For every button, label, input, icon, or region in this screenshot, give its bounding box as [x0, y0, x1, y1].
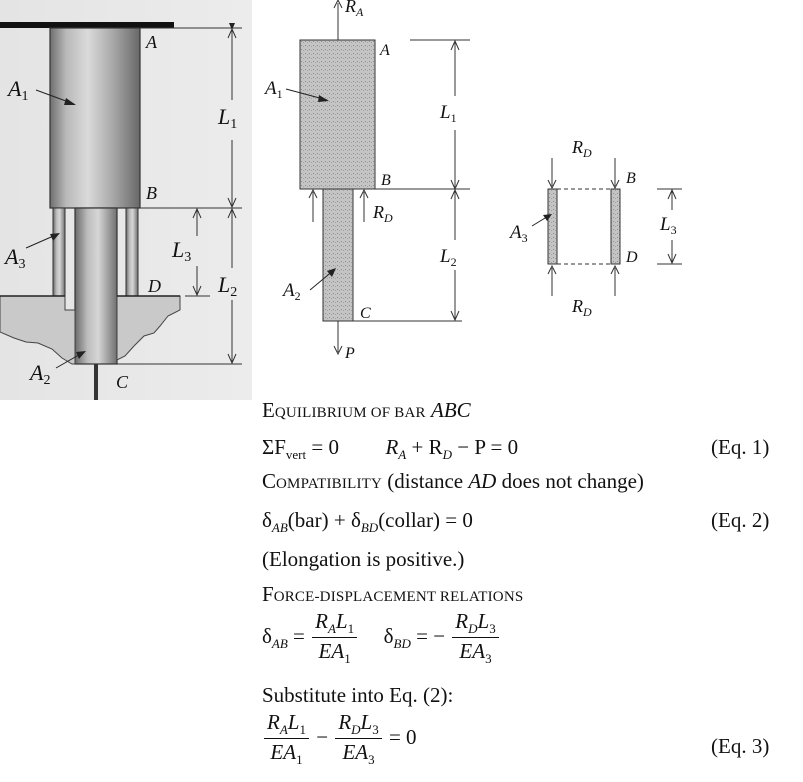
fraction-eq3-b: RDL3 EA3	[335, 712, 382, 766]
label-mid-p: P	[344, 345, 355, 362]
free-body-bar-ab	[299, 39, 376, 190]
fraction-dab: RAL1 EA1	[312, 611, 358, 665]
label-right-rd-bottom: RD	[571, 296, 592, 319]
collar-free-body-right	[610, 188, 621, 265]
collar-free-body-left	[547, 188, 558, 265]
label-left-a2: A2	[28, 360, 50, 388]
label-mid-l1: L1	[439, 102, 457, 125]
substitute-line: Substitute into Eq. (2):	[262, 683, 454, 707]
label-right-b: B	[626, 170, 636, 187]
right-figure	[531, 158, 682, 296]
label-left-a1: A1	[6, 76, 28, 104]
heading-equilibrium: EQUILIBRIUM OF BAR ABC	[262, 398, 471, 422]
collar-right	[125, 207, 139, 297]
left-figure	[0, 0, 252, 400]
label-left-b: B	[146, 183, 157, 203]
ground-right	[116, 295, 181, 361]
ceiling-support	[0, 22, 174, 28]
label-right-l3: L3	[659, 214, 677, 237]
equation-1-number: (Eq. 1)	[711, 435, 770, 459]
label-left-c: C	[116, 372, 129, 392]
label-mid-a2: A2	[281, 280, 301, 303]
label-mid-l2: L2	[439, 246, 457, 269]
middle-figure	[285, 0, 470, 356]
fraction-dbd: RDL3 EA3	[452, 611, 499, 665]
equation-2-number: (Eq. 2)	[711, 508, 770, 532]
collar-left	[52, 207, 66, 297]
fraction-eq3-a: RAL1 EA1	[264, 712, 309, 766]
label-mid-a: A	[379, 42, 390, 59]
ground-left	[0, 295, 76, 365]
label-mid-c: C	[360, 305, 371, 322]
label-left-l1: L1	[217, 104, 237, 132]
heading-compatibility: COMPATIBILITY (distance AD does not chan…	[262, 469, 644, 493]
equation-2: δAB(bar) + δBD(collar) = 0	[262, 508, 473, 536]
label-left-a: A	[145, 32, 158, 52]
label-mid-a1: A1	[263, 78, 283, 101]
bar-segment-ab	[49, 27, 141, 209]
label-left-l2: L2	[217, 272, 237, 300]
label-left-d: D	[147, 276, 161, 296]
bar-segment-bc	[74, 207, 118, 365]
note-elongation: (Elongation is positive.)	[262, 547, 465, 571]
figure: A A1 L1 B L3 A3 L2 D A2 C P RA A A1 L1 B…	[0, 0, 682, 400]
label-left-a3: A3	[3, 244, 25, 272]
label-right-a3: A3	[508, 222, 528, 245]
label-right-d: D	[625, 249, 638, 266]
force-displacement-relations: δAB = RAL1 EA1 δBD = − RDL3 EA3	[262, 611, 501, 665]
label-left-l3: L3	[171, 237, 191, 265]
equation-1: ΣFvert = 0 RA + RD − P = 0	[262, 435, 519, 463]
label-right-rd-top: RD	[571, 137, 592, 160]
free-body-bar-bc	[322, 188, 354, 322]
equation-3-number: (Eq. 3)	[711, 734, 770, 758]
label-mid-rd: RD	[372, 202, 393, 225]
equation-3: RAL1 EA1 − RDL3 EA3 = 0	[262, 712, 417, 766]
heading-force-displacement: FORCE-DISPLACEMENT RELATIONS	[262, 582, 524, 606]
label-mid-ra: RA	[344, 0, 364, 19]
label-mid-b: B	[381, 172, 391, 189]
figure-label-group: A A1 L1 B L3 A3 L2 D A2 C P RA A A1 L1 B…	[3, 0, 677, 392]
